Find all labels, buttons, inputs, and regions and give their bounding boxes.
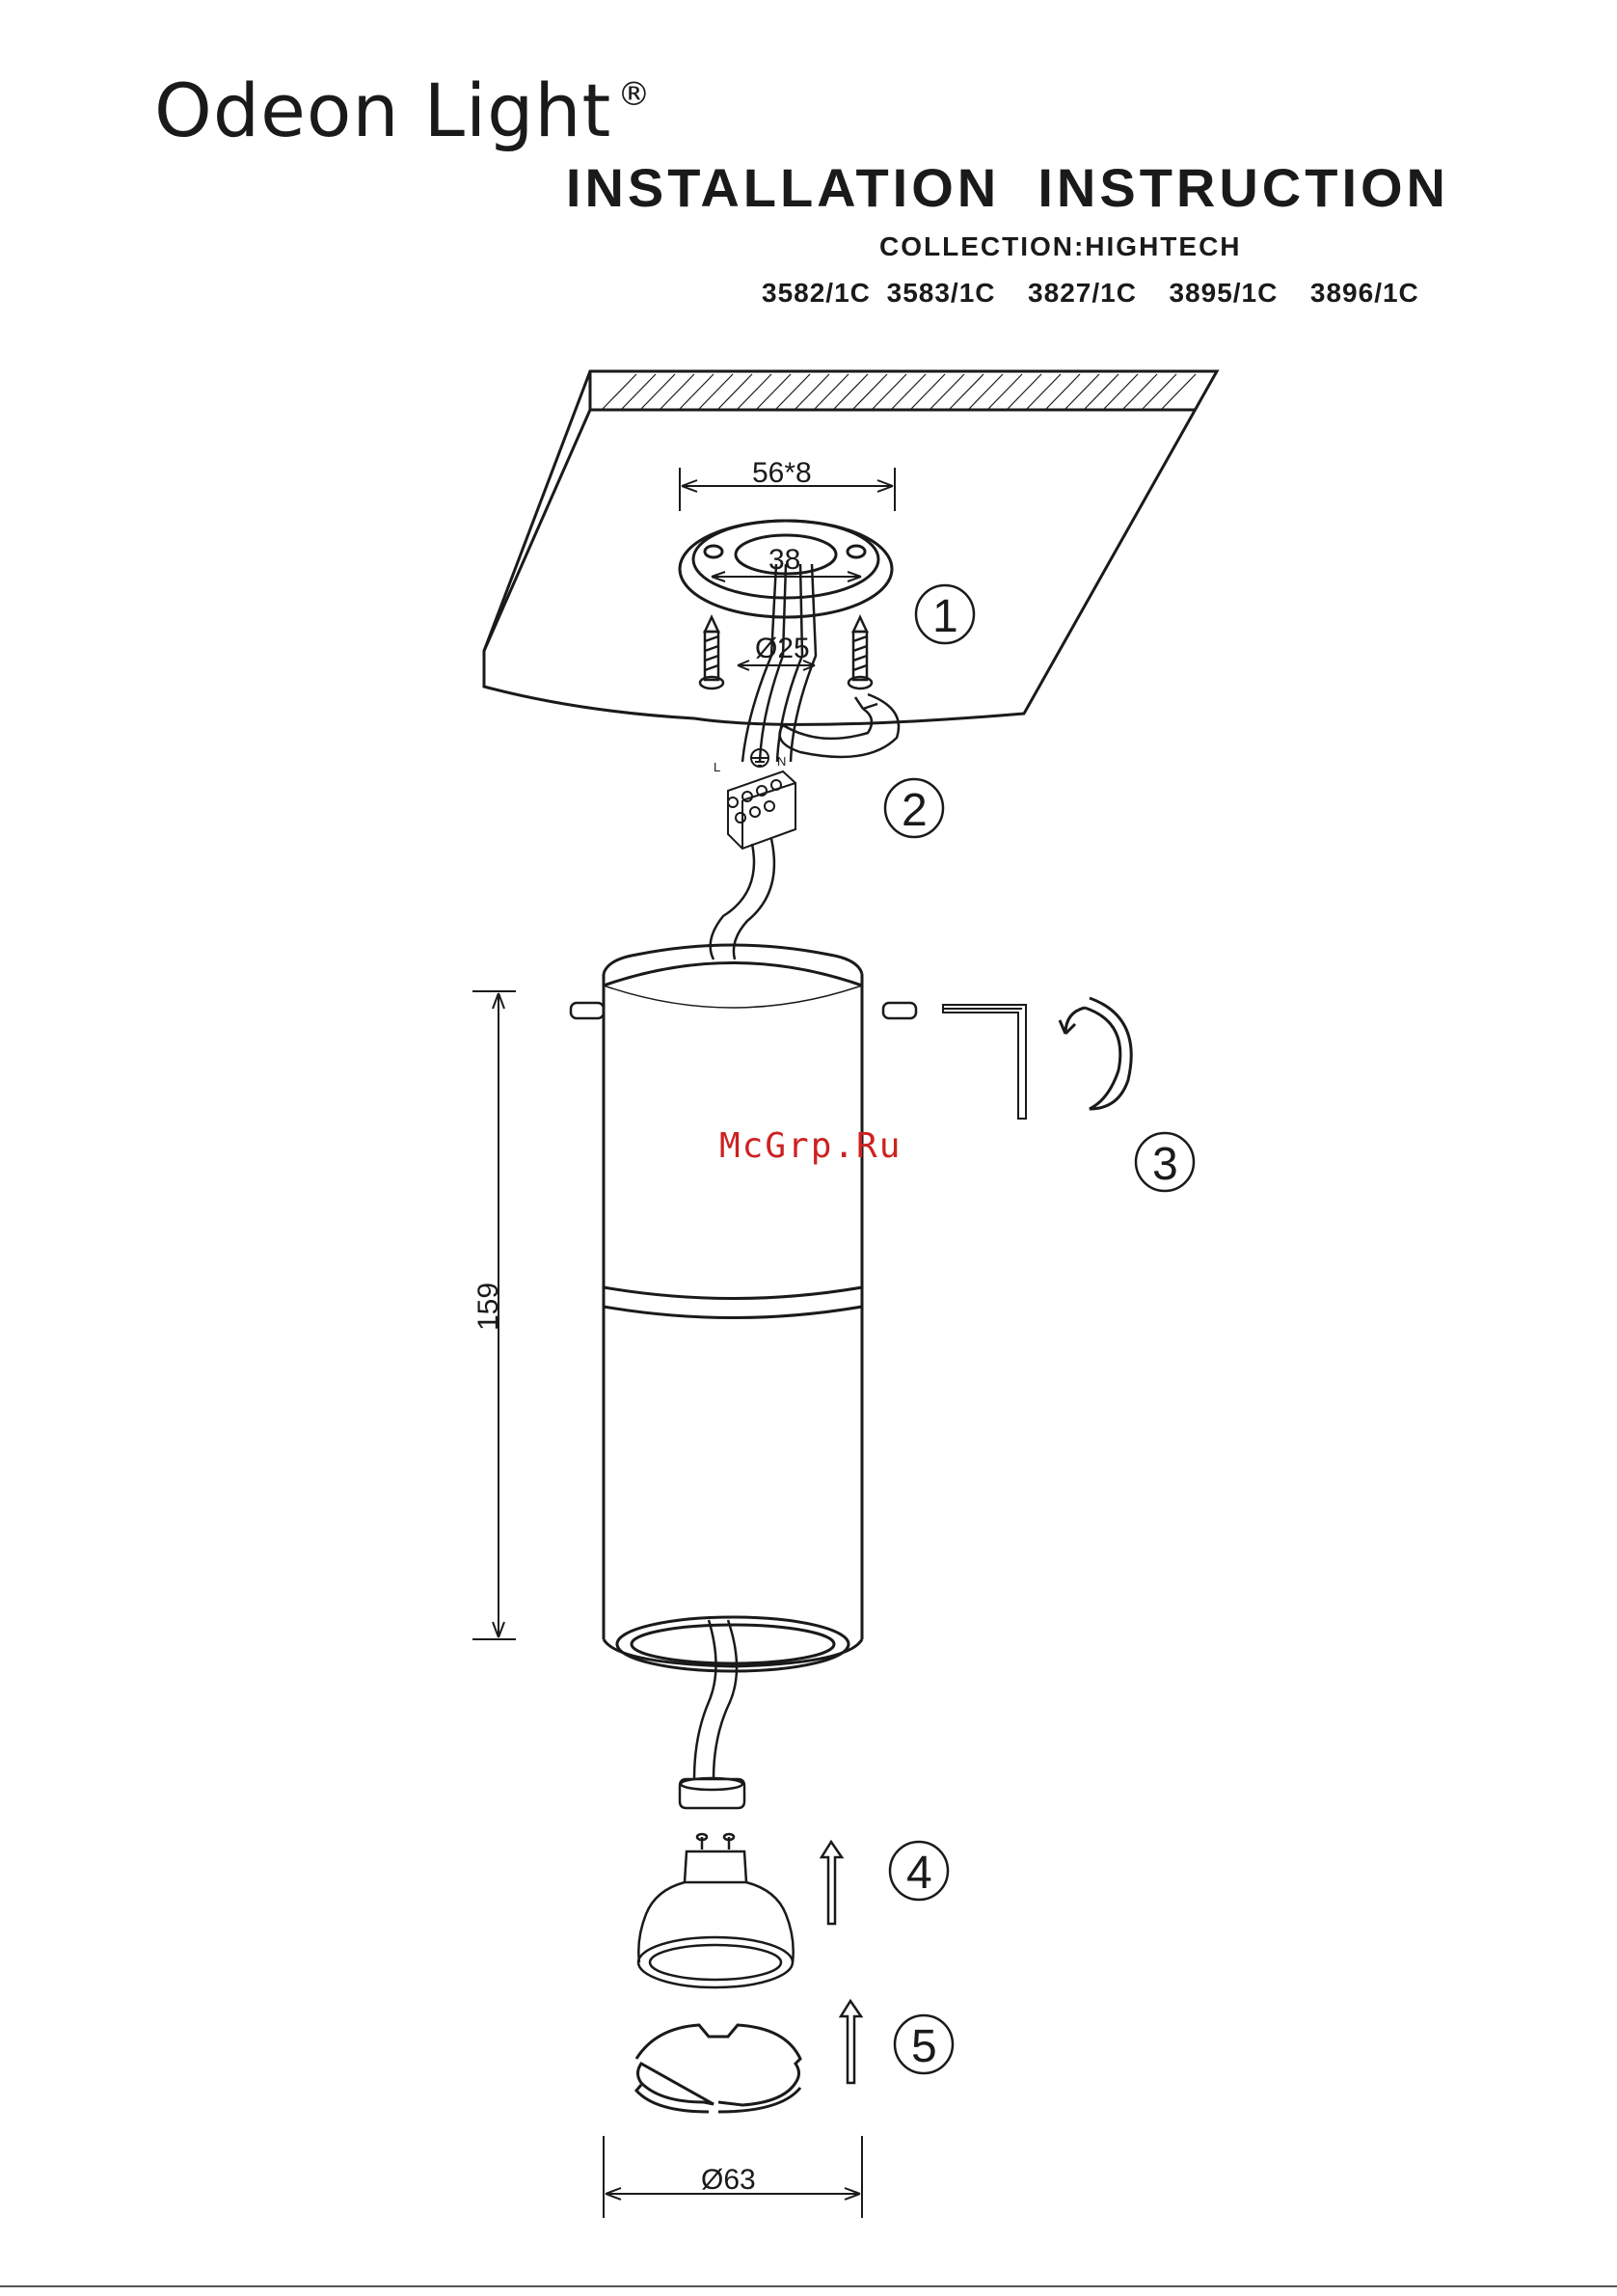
screw-left [700, 617, 723, 689]
arrow-up-icon [841, 2001, 861, 2083]
mount-width-label: 56*8 [752, 457, 812, 489]
socket-cable [694, 1620, 737, 1779]
wire-label-live: L [714, 760, 720, 774]
step-number-3: 3 [1152, 1139, 1178, 1190]
lamp-body [604, 945, 862, 1671]
gu10-bulb [638, 1834, 794, 1987]
allen-key-icon [943, 1005, 1026, 1119]
set-screw-right [883, 1003, 916, 1018]
page-bottom-rule [0, 2285, 1617, 2287]
height-label: 159 [472, 1283, 504, 1331]
step-number-5: 5 [911, 2021, 937, 2072]
arrow-up-icon [822, 1842, 842, 1924]
lamp-cable [711, 839, 774, 959]
lamp-socket [680, 1778, 744, 1808]
set-screw-left [571, 1003, 604, 1018]
wire-label-neutral: N [777, 754, 786, 769]
step-number-2: 2 [902, 785, 928, 836]
rotate-arrow-icon [1060, 998, 1131, 1109]
retaining-ring [636, 2025, 800, 2112]
step-number-4: 4 [906, 1848, 932, 1899]
step-number-1: 1 [932, 591, 958, 642]
screw-right [849, 617, 872, 689]
watermark: McGrp.Ru [719, 1126, 902, 1166]
diameter-label: Ø63 [701, 2164, 756, 2196]
